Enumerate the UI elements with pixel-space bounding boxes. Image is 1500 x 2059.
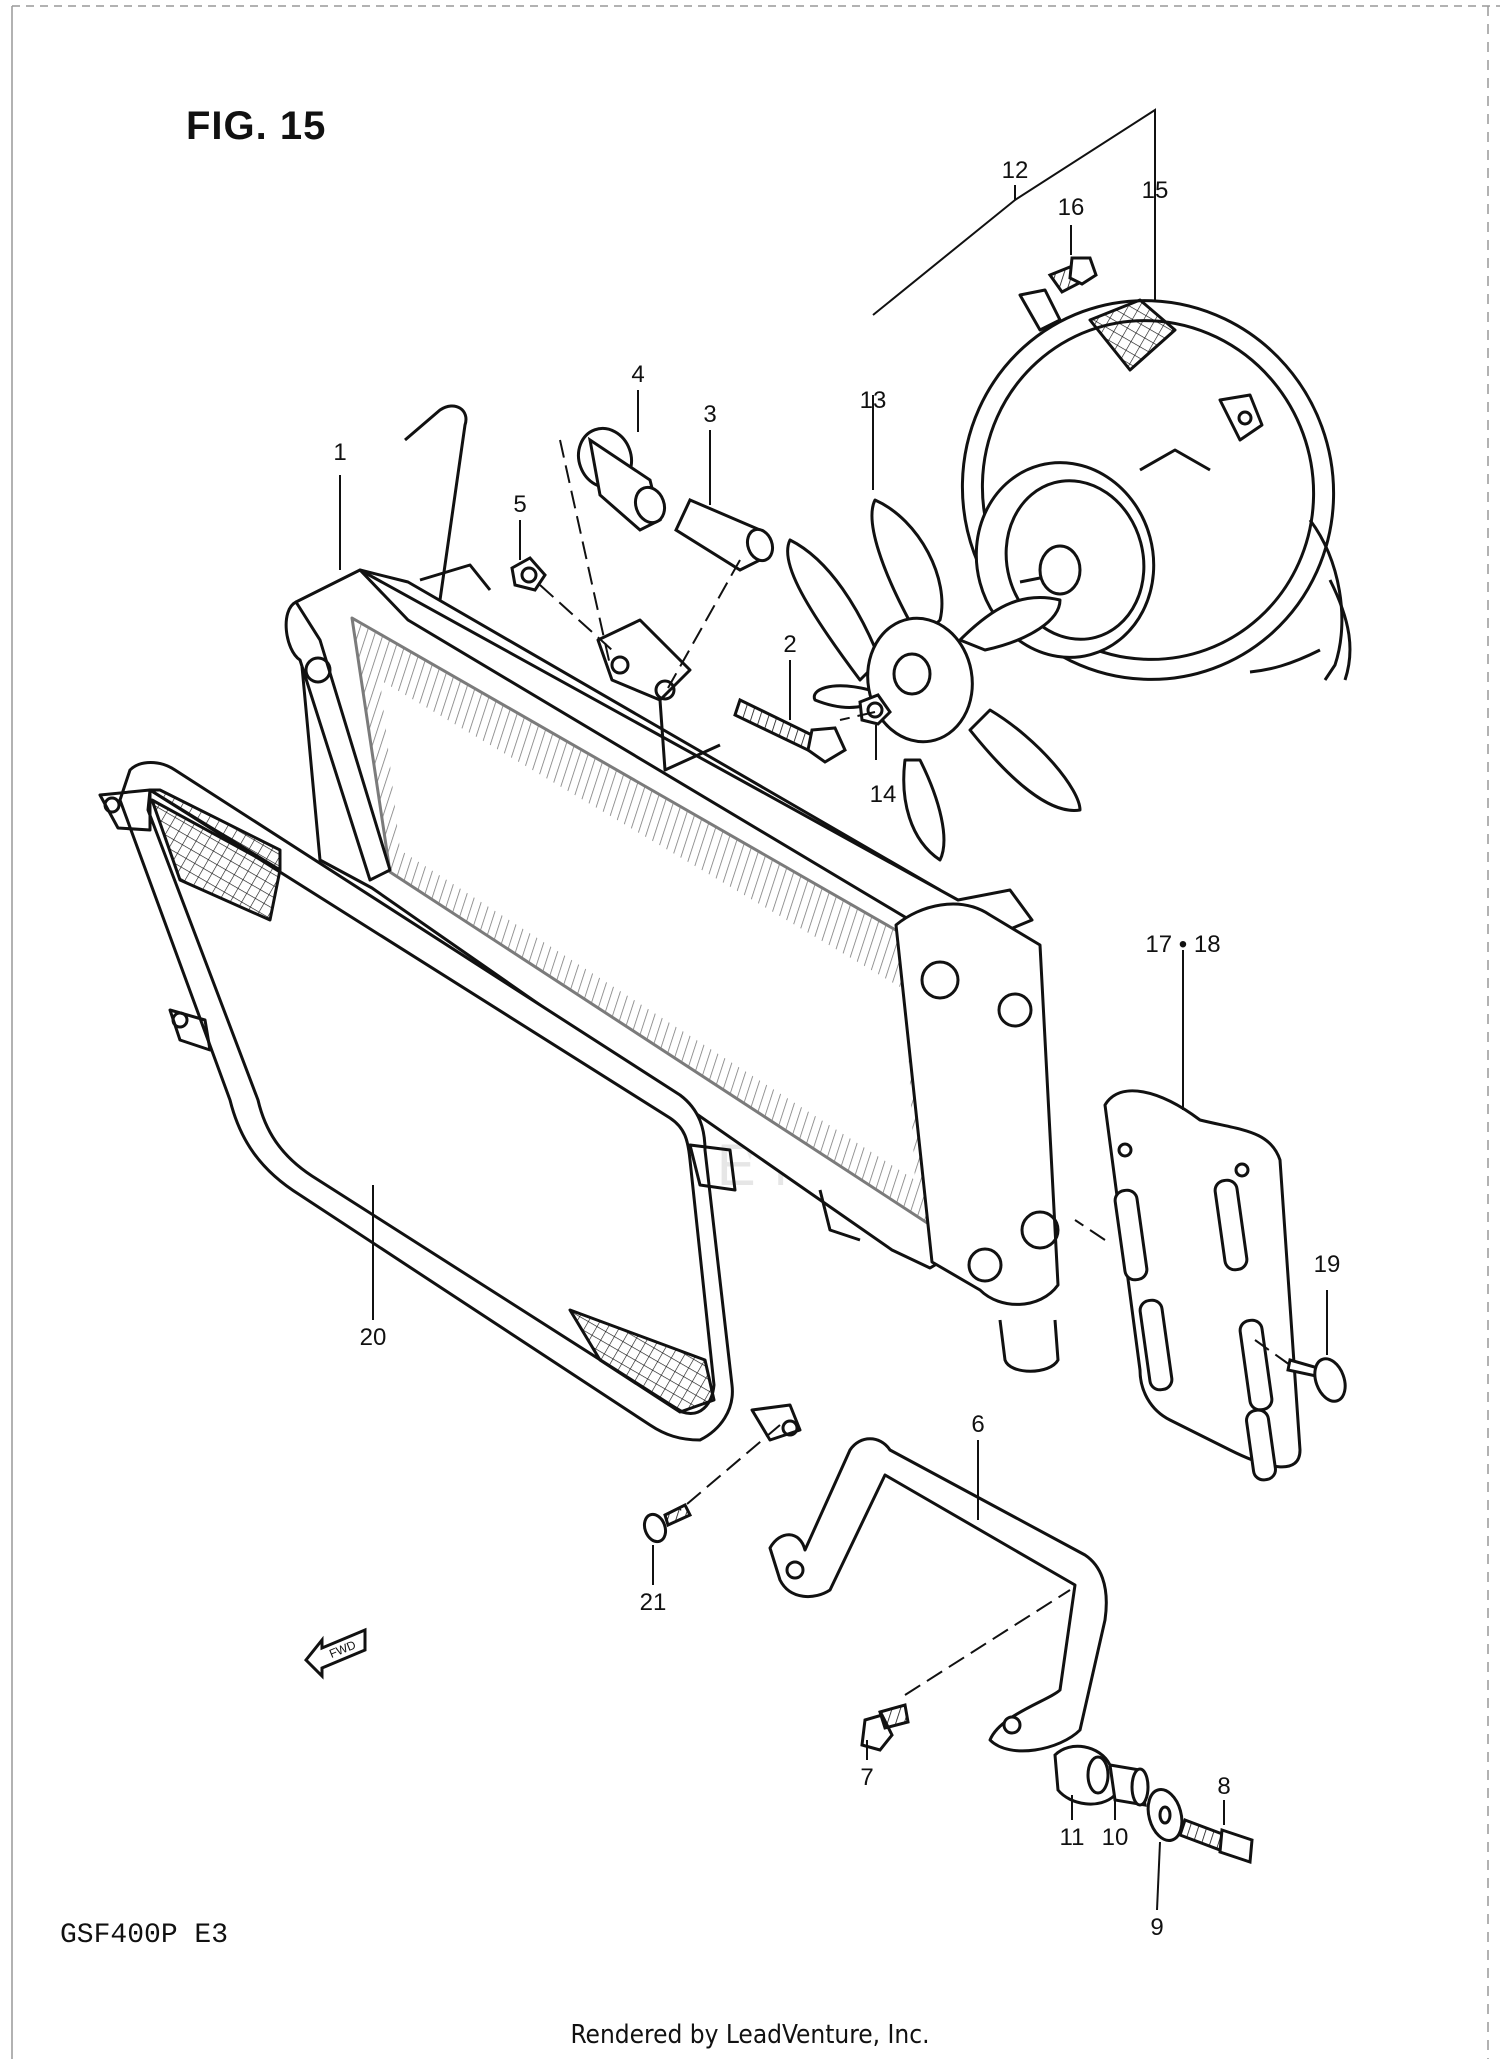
callout-14: 14 — [870, 781, 897, 808]
grommet-11 — [1053, 1744, 1117, 1806]
callout-11: 11 — [1060, 1824, 1085, 1851]
bracket-6 — [768, 1437, 1108, 1753]
collar-3 — [674, 498, 775, 572]
fan-shroud — [960, 288, 1352, 681]
footer-credit: Rendered by LeadVenture, Inc. — [570, 2020, 930, 2050]
leader-lines — [339, 108, 1328, 1911]
callout-15: 15 — [1142, 177, 1169, 204]
fan-blade — [786, 498, 1082, 862]
callout-13: 13 — [860, 387, 887, 414]
callout-17-18: 17 • 18 — [1145, 931, 1220, 958]
callout-7: 7 — [860, 1764, 873, 1791]
callout-20: 20 — [360, 1324, 387, 1351]
page-border — [11, 5, 1500, 2059]
radiator-core — [284, 404, 1060, 1373]
dashed-assembly-lines — [539, 439, 1291, 1696]
callout-8: 8 — [1217, 1773, 1230, 1800]
callout-labels: 1 2 3 4 5 6 7 8 9 10 11 12 13 14 15 16 1… — [333, 157, 1340, 1941]
callout-2: 2 — [783, 631, 796, 658]
screw-19 — [1286, 1357, 1347, 1403]
callout-1: 1 — [333, 439, 346, 466]
callout-16: 16 — [1058, 194, 1085, 221]
bolt-2 — [733, 697, 847, 764]
screw-16 — [1047, 256, 1098, 294]
washer-9 — [1146, 1788, 1184, 1842]
screw-21 — [642, 1502, 693, 1544]
nut-5 — [510, 556, 547, 592]
bushing-4 — [577, 426, 667, 532]
bolt-8 — [1178, 1818, 1254, 1865]
collar-10 — [1108, 1763, 1150, 1807]
model-code: GSF400P E3 — [60, 1920, 229, 1951]
bolt-7 — [860, 1703, 910, 1752]
callout-10: 10 — [1102, 1824, 1129, 1851]
callout-12: 12 — [1002, 157, 1029, 184]
side-cover-17-18 — [1103, 1089, 1302, 1482]
callout-6: 6 — [971, 1411, 984, 1438]
callout-4: 4 — [631, 361, 644, 388]
callout-19: 19 — [1314, 1251, 1341, 1278]
figure-title: FIG. 15 — [186, 104, 327, 148]
callout-9: 9 — [1150, 1914, 1163, 1941]
radiator-cover-net — [98, 761, 802, 1442]
callout-5: 5 — [513, 491, 526, 518]
fwd-arrow-icon: FWD — [303, 1627, 367, 1680]
callout-21: 21 — [640, 1589, 667, 1616]
callout-3: 3 — [703, 401, 716, 428]
